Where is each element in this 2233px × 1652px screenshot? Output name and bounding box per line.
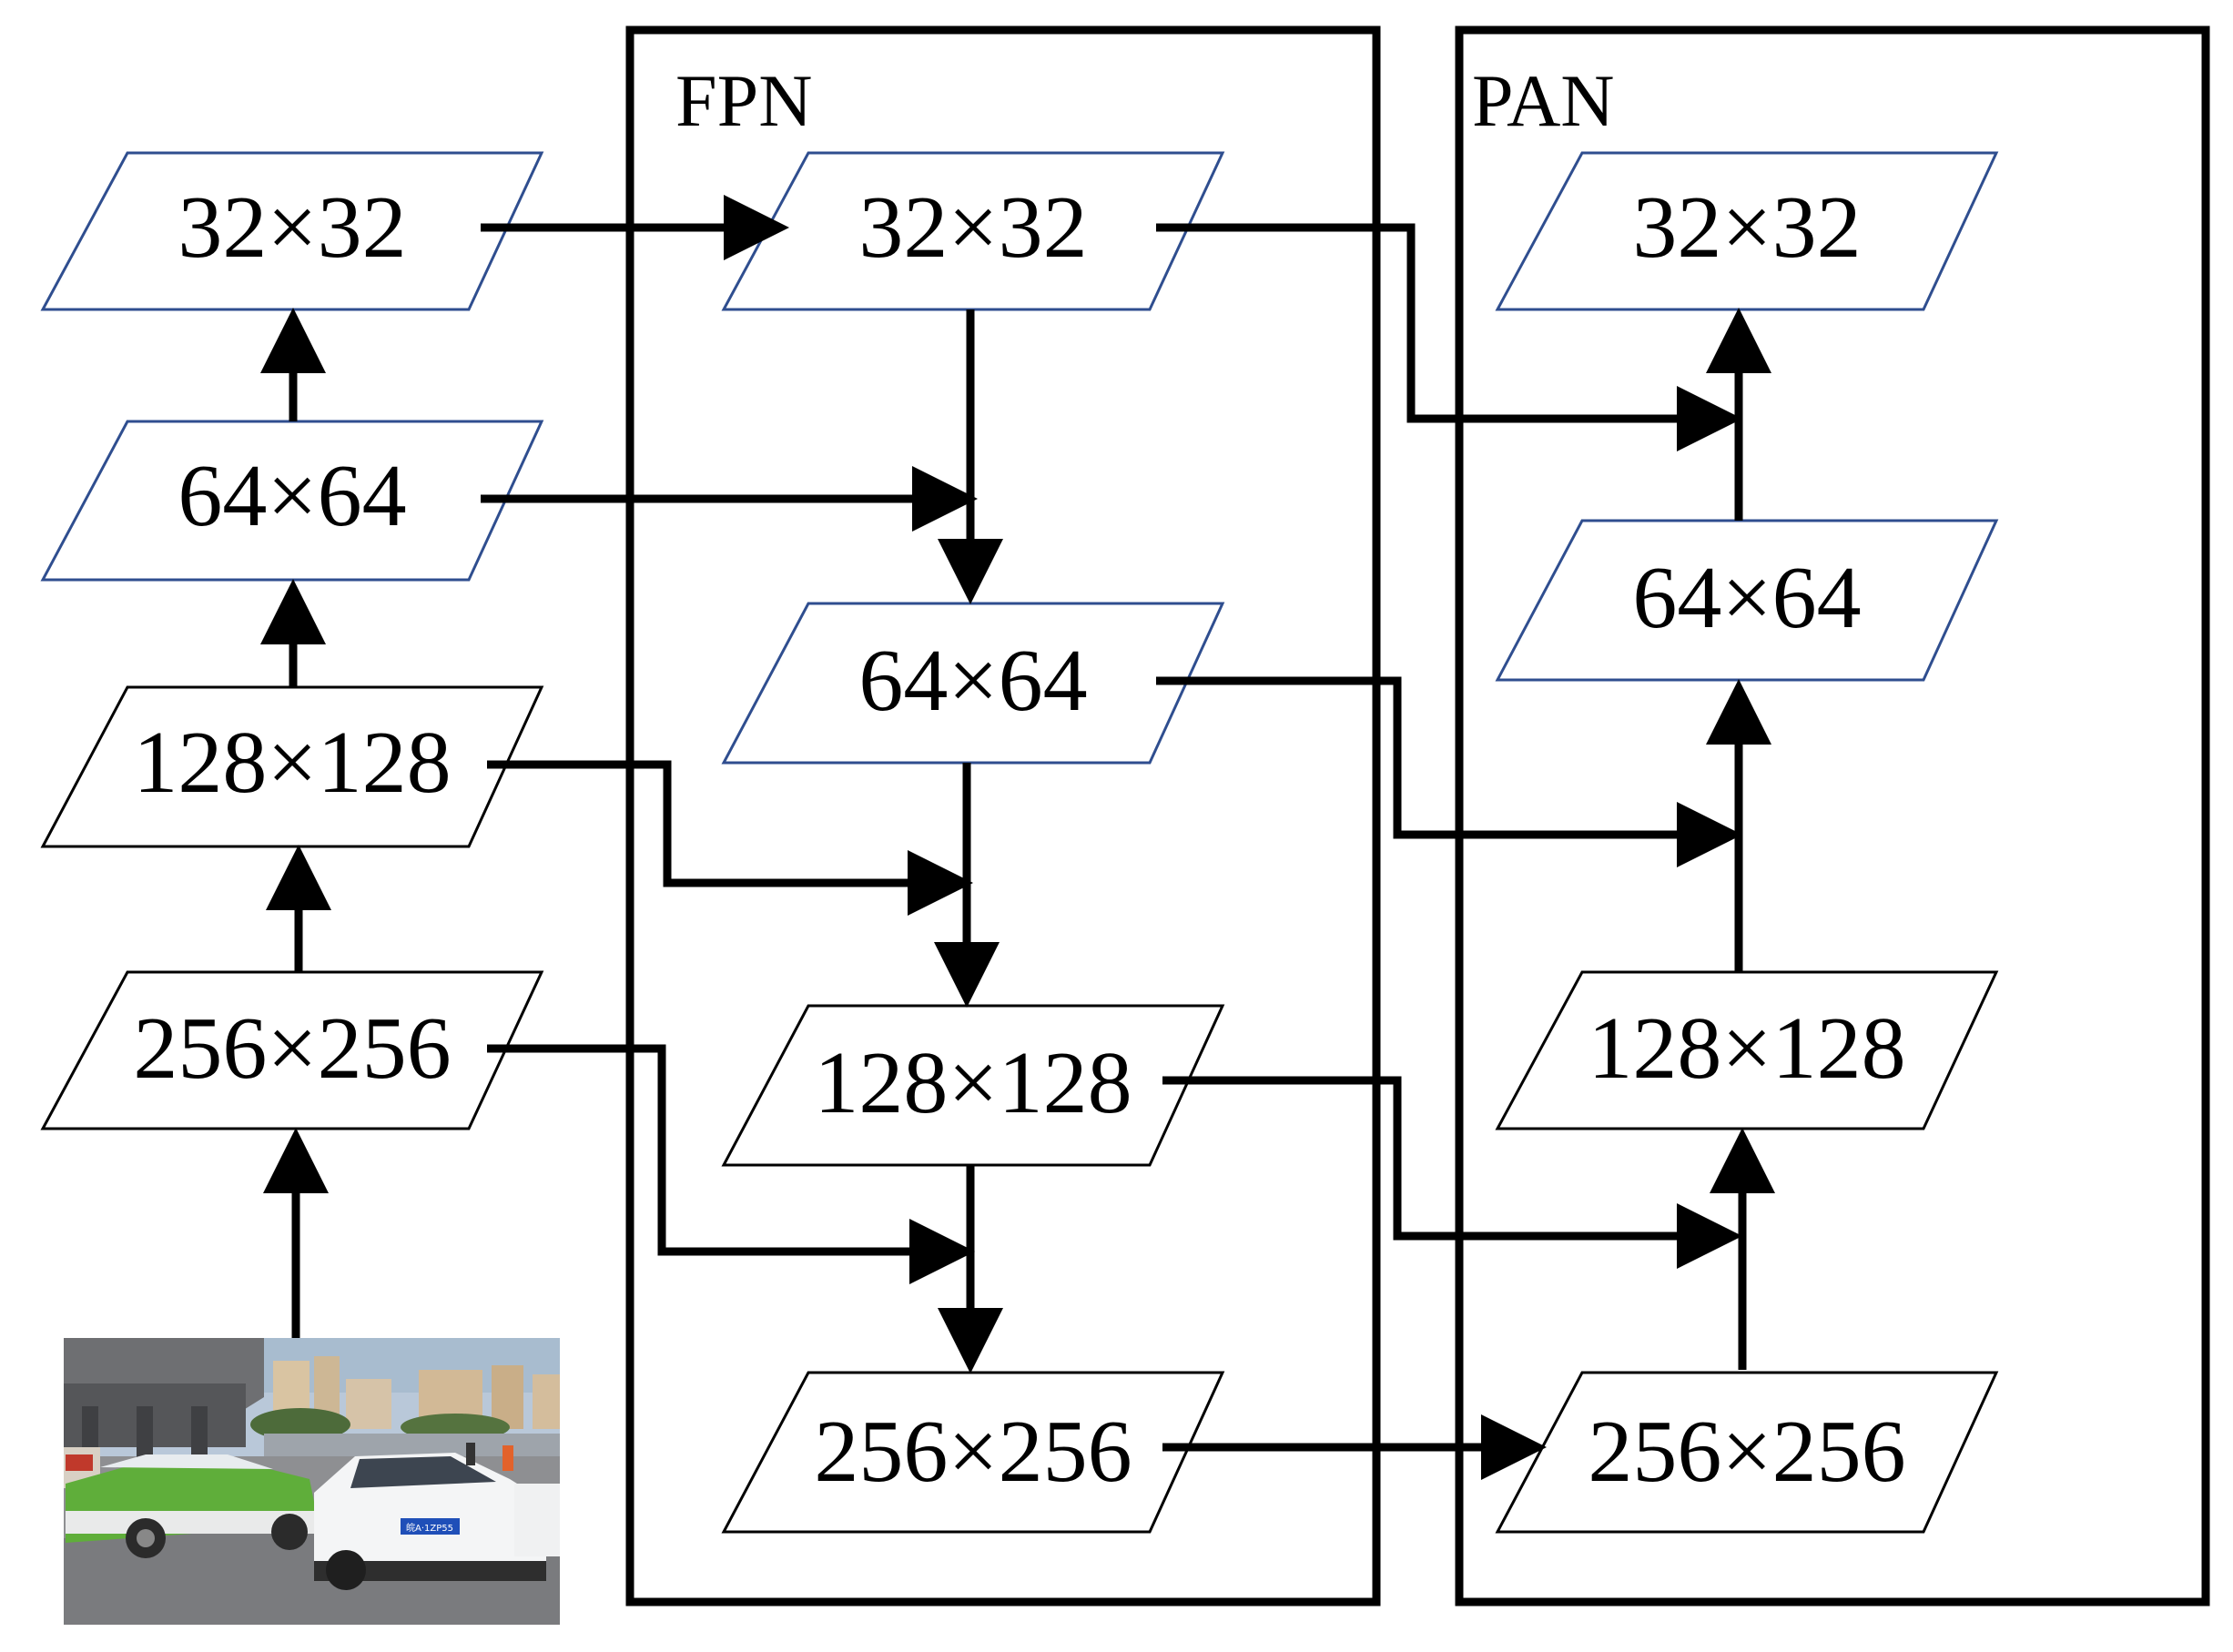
backbone-label-256: 256×256 [133, 999, 451, 1098]
fpn-label-64: 64×64 [858, 632, 1087, 730]
pan-box [1455, 25, 2210, 1606]
backbone-label-128: 128×128 [133, 714, 451, 812]
pan-label-128: 128×128 [1588, 999, 1905, 1098]
arrow-b128-to-fpn [487, 760, 973, 916]
backbone-node-256 [40, 970, 544, 1130]
fpn-label: FPN [675, 59, 812, 142]
backbone-node-128 [40, 685, 544, 848]
arrow-b256-to-fpn [487, 1044, 975, 1284]
fpn-node-256 [721, 1371, 1225, 1534]
backbone-label-32: 32×32 [178, 178, 406, 277]
pan-node-32 [1495, 151, 1999, 311]
arrow-f32-to-pan [1156, 223, 1742, 451]
fpn-node-64 [721, 602, 1225, 765]
pan-label-256: 256×256 [1588, 1403, 1905, 1501]
backbone-node-32 [40, 151, 544, 311]
input-image: 皖A·1ZP55 [64, 1338, 560, 1625]
backbone-node-64 [40, 420, 544, 582]
pan-label-64: 64×64 [1632, 549, 1861, 647]
arrow-f64-to-pan [1156, 676, 1742, 867]
fpn-label-256: 256×256 [814, 1403, 1132, 1501]
fpn-box [625, 25, 1381, 1606]
pan-node-128 [1495, 970, 1999, 1130]
fpn-label-32: 32×32 [858, 178, 1087, 277]
arrow-f128-to-pan [1162, 1076, 1742, 1269]
pan-node-64 [1495, 519, 1999, 682]
svg-text:皖A·1ZP55: 皖A·1ZP55 [406, 1522, 453, 1534]
fpn-label-128: 128×128 [814, 1034, 1132, 1132]
pan-label-32: 32×32 [1632, 178, 1861, 277]
pan-label: PAN [1472, 59, 1615, 142]
backbone-label-64: 64×64 [178, 447, 406, 545]
fpn-node-128 [721, 1004, 1225, 1167]
